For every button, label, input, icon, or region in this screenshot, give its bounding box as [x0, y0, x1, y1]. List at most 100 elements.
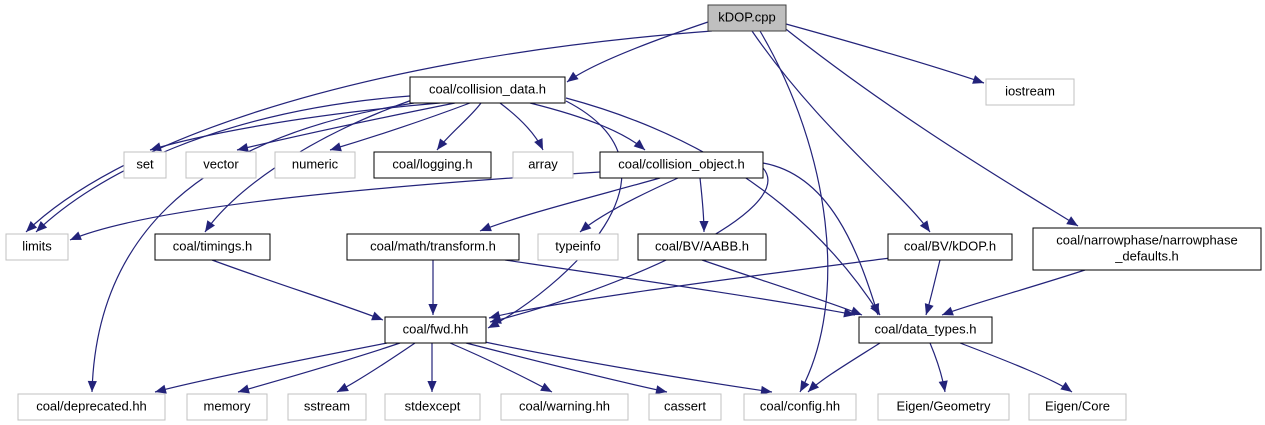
edge-fwd-to-cassert [465, 342, 668, 395]
edge-arrowhead [337, 382, 349, 392]
edge-arrowhead [924, 303, 934, 315]
node-config[interactable]: coal/config.hh [743, 393, 857, 421]
node-box[interactable] [858, 316, 993, 344]
node-iostream[interactable]: iostream [985, 78, 1075, 106]
node-box[interactable] [373, 151, 492, 179]
edge-line [211, 259, 384, 321]
node-label: coal/math/transform.h [370, 238, 496, 253]
node-box[interactable] [185, 151, 257, 179]
edge-fwd-to-sstream [336, 342, 416, 393]
node-box[interactable] [599, 151, 764, 179]
node-set[interactable]: set [123, 151, 167, 179]
node-label: Eigen/Core [1045, 398, 1110, 413]
node-label: coal/narrowphase/narrowphase [1056, 232, 1237, 247]
edge-arrowhead [70, 231, 82, 240]
node-box[interactable] [1028, 393, 1127, 421]
edge-collision_data-to-set [149, 102, 441, 152]
edge-collision_data-to-array [499, 102, 544, 151]
node-transform[interactable]: coal/math/transform.h [346, 233, 520, 261]
node-box[interactable] [637, 233, 767, 261]
node-box[interactable] [887, 233, 1013, 261]
node-box[interactable] [500, 393, 629, 421]
edge-kdop_cpp-to-iostream [785, 23, 985, 84]
edge-collision_object-to-typeinfo [579, 177, 679, 233]
edge-line [35, 95, 411, 233]
node-box[interactable] [512, 151, 574, 179]
node-label: coal/deprecated.hh [36, 398, 147, 413]
edge-arrowhead [330, 142, 342, 152]
node-timings[interactable]: coal/timings.h [154, 233, 271, 261]
edge-arrowhead [205, 220, 215, 232]
node-label: coal/logging.h [392, 156, 472, 171]
node-box[interactable] [985, 78, 1075, 106]
node-label: numeric [292, 156, 339, 171]
node-logging[interactable]: coal/logging.h [373, 151, 492, 179]
node-deprecated[interactable]: coal/deprecated.hh [17, 393, 166, 421]
edge-transform-to-fwd [428, 259, 438, 315]
edge-arrowhead [427, 381, 437, 392]
node-label: stdexcept [405, 398, 461, 413]
edge-arrowhead [237, 142, 249, 152]
node-label: limits [22, 238, 52, 253]
edge-arrowhead [800, 380, 810, 392]
node-aabb[interactable]: coal/BV/AABB.h [637, 233, 767, 261]
edge-line [565, 97, 881, 316]
node-box[interactable] [409, 76, 566, 104]
node-box[interactable] [384, 393, 481, 421]
edge-line [807, 342, 881, 393]
node-box[interactable] [17, 393, 166, 421]
node-eigen_geom[interactable]: Eigen/Geometry [877, 393, 1010, 421]
node-warning[interactable]: coal/warning.hh [500, 393, 629, 421]
edge-fwd-to-warning [449, 342, 553, 393]
node-typeinfo[interactable]: typeinfo [537, 233, 619, 261]
node-label: coal/data_types.h [875, 321, 977, 336]
edge-collision_data-to-vector [236, 102, 456, 152]
edge-fwd-to-deprecated [154, 342, 388, 394]
edge-arrowhead [428, 304, 438, 315]
edge-line [762, 162, 879, 316]
node-kdop_h[interactable]: coal/BV/kDOP.h [887, 233, 1013, 261]
node-collision_data[interactable]: coal/collision_data.h [409, 76, 566, 104]
node-box[interactable] [877, 393, 1010, 421]
edge-collision_data-to-logging [436, 102, 482, 151]
edge-arrowhead [534, 138, 543, 150]
node-numeric[interactable]: numeric [274, 151, 356, 179]
node-label: sstream [304, 398, 350, 413]
node-box[interactable] [154, 233, 271, 261]
node-box[interactable] [5, 233, 69, 261]
node-fwd[interactable]: coal/fwd.hh [384, 316, 487, 344]
node-label: cassert [664, 398, 706, 413]
edge-arrowhead [808, 380, 820, 392]
node-box[interactable] [287, 393, 367, 421]
node-box[interactable] [743, 393, 857, 421]
node-box[interactable] [346, 233, 520, 261]
node-data_types[interactable]: coal/data_types.h [858, 316, 993, 344]
edge-arrowhead [1066, 216, 1078, 226]
node-box[interactable] [648, 393, 722, 421]
node-eigen_core[interactable]: Eigen/Core [1028, 393, 1127, 421]
node-kdop_cpp[interactable]: kDOP.cpp [707, 4, 787, 32]
node-sstream[interactable]: sstream [287, 393, 367, 421]
node-limits[interactable]: limits [5, 233, 69, 261]
node-label: _defaults.h [1114, 248, 1179, 263]
node-stdexcept[interactable]: stdexcept [384, 393, 481, 421]
node-vector[interactable]: vector [185, 151, 257, 179]
node-box[interactable] [186, 393, 268, 421]
node-array[interactable]: array [512, 151, 574, 179]
node-box[interactable] [274, 151, 356, 179]
edge-arrowhead [1060, 381, 1072, 392]
node-box[interactable] [537, 233, 619, 261]
edge-data_types-to-eigen_core [959, 342, 1073, 393]
node-memory[interactable]: memory [186, 393, 268, 421]
node-narrowphase[interactable]: coal/narrowphase/narrowphase_defaults.h [1032, 227, 1262, 271]
node-box[interactable] [123, 151, 167, 179]
node-collision_object[interactable]: coal/collision_object.h [599, 151, 764, 179]
edge-line [154, 342, 388, 393]
edge-collision_object-to-limits [69, 171, 601, 241]
node-cassert[interactable]: cassert [648, 393, 722, 421]
node-box[interactable] [707, 4, 787, 32]
edge-arrowhead [655, 385, 667, 395]
node-box[interactable] [1032, 227, 1262, 271]
edge-kdop_h-to-data_types [924, 259, 941, 316]
node-box[interactable] [384, 316, 487, 344]
